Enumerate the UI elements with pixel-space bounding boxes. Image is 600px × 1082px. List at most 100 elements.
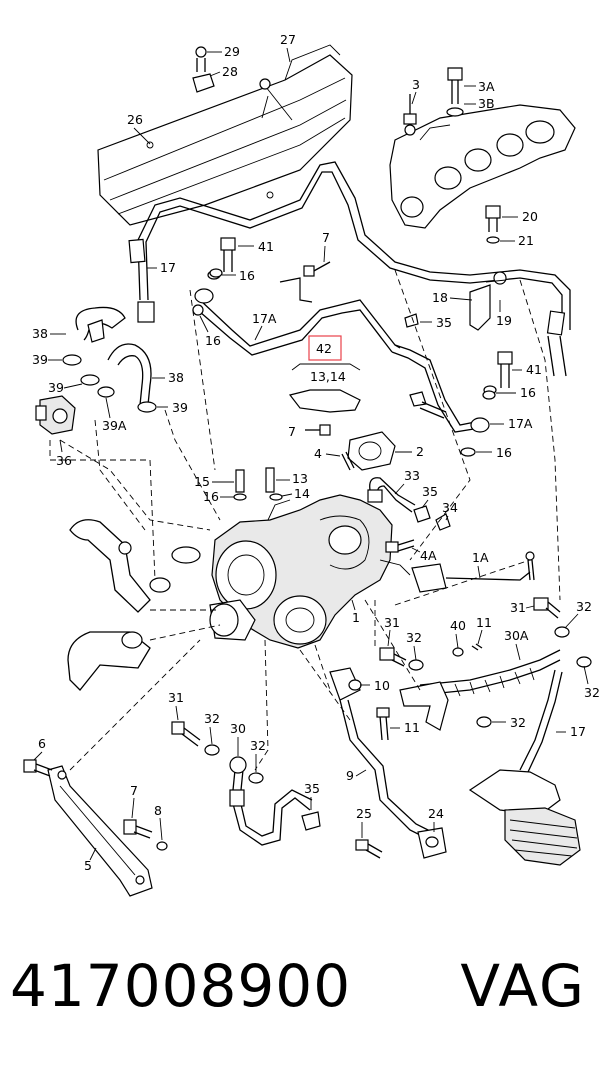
callout-28: 28 xyxy=(222,64,238,79)
washers-32 xyxy=(408,626,592,728)
callout-16-c: 16 xyxy=(520,385,536,400)
bolt-3A xyxy=(446,67,464,117)
callout-16-b: 16 xyxy=(205,333,221,348)
callout-42: 42 xyxy=(316,341,332,356)
clip-34-35 xyxy=(413,505,451,531)
callout-17-top: 17 xyxy=(160,260,176,275)
part-number: 417008900 xyxy=(10,952,352,1020)
valve-36 xyxy=(35,395,76,435)
washer-16-series xyxy=(209,268,496,501)
callout-18: 18 xyxy=(432,290,448,305)
callout-17A-right: 17A xyxy=(508,416,533,431)
callout-31-mid: 31 xyxy=(384,615,400,630)
sensor-15 xyxy=(235,469,245,493)
bracket-heatshield-small xyxy=(279,277,313,303)
oil-filter-housing xyxy=(468,669,581,866)
bolt-31-lower xyxy=(171,721,201,747)
callout-39-a: 39 xyxy=(32,352,48,367)
callout-1A: 1A xyxy=(472,550,489,565)
callout-21: 21 xyxy=(518,233,534,248)
intake-hose-upper xyxy=(69,519,151,613)
callout-35-top: 35 xyxy=(436,315,452,330)
callout-36: 36 xyxy=(56,453,72,468)
bolt-27 xyxy=(259,78,271,90)
washer-32-lower xyxy=(204,744,264,784)
callout-33: 33 xyxy=(404,468,420,483)
callout-39-b: 39 xyxy=(48,380,64,395)
bolt-3 xyxy=(403,94,417,136)
callout-16-a: 16 xyxy=(239,268,255,283)
bolt-20 xyxy=(485,205,501,244)
callout-labels: 29 28 27 26 3 3A 3B 20 21 7 41 16 17 17A… xyxy=(32,32,600,873)
bolt-31-right xyxy=(533,597,561,619)
bolt-7-middle xyxy=(305,424,331,436)
clamp-intake xyxy=(149,546,201,593)
callout-32-c: 32 xyxy=(406,630,422,645)
callout-16-d: 16 xyxy=(496,445,512,460)
pipe-33 xyxy=(367,477,416,513)
callout-2: 2 xyxy=(416,444,424,459)
callout-38-mid: 38 xyxy=(168,370,184,385)
callout-34: 34 xyxy=(442,500,458,515)
callout-31-lower: 31 xyxy=(168,690,184,705)
clip-35-top xyxy=(404,313,419,328)
coolant-pipe-17 xyxy=(128,161,571,377)
bolt-11-lower xyxy=(376,707,390,741)
callout-32-d: 32 xyxy=(510,715,526,730)
callout-30: 30 xyxy=(230,721,246,736)
bracket-18-19 xyxy=(469,271,507,331)
callout-35-mid: 35 xyxy=(422,484,438,499)
callout-5: 5 xyxy=(84,858,92,873)
heat-shield xyxy=(97,44,353,226)
callout-40: 40 xyxy=(450,618,466,633)
clip-35-lower xyxy=(301,811,321,831)
brand-name: VAG xyxy=(460,952,586,1020)
callout-13: 13 xyxy=(292,471,308,486)
bolt-7-lower xyxy=(123,819,153,839)
dashed-leaders xyxy=(49,269,561,771)
callout-35-lower: 35 xyxy=(304,781,320,796)
bolt-25 xyxy=(355,839,383,859)
actuator-1A xyxy=(411,551,535,593)
callout-9: 9 xyxy=(346,768,354,783)
callout-14: 14 xyxy=(294,486,310,501)
callout-7-lower: 7 xyxy=(130,783,138,798)
callout-32-a: 32 xyxy=(576,599,592,614)
callout-26: 26 xyxy=(127,112,143,127)
callout-11-top: 11 xyxy=(476,615,492,630)
callout-16-e: 16 xyxy=(203,489,219,504)
callout-20: 20 xyxy=(522,209,538,224)
callout-17-lower: 17 xyxy=(570,724,586,739)
callout-24: 24 xyxy=(428,806,444,821)
oil-return-30A xyxy=(399,649,561,731)
callout-39-c: 39 xyxy=(172,400,188,415)
callout-8: 8 xyxy=(154,803,162,818)
callout-3: 3 xyxy=(412,77,420,92)
callout-32-f: 32 xyxy=(250,738,266,753)
bolt-31-mid xyxy=(379,647,407,667)
callout-42-highlight xyxy=(308,335,342,361)
intake-hose-lower xyxy=(67,631,151,691)
banjo-bolt-41-right xyxy=(483,351,513,395)
callout-7-top: 7 xyxy=(322,230,330,245)
support-bracket-5 xyxy=(47,765,153,897)
bolt-6 xyxy=(23,759,53,777)
callout-38-top: 38 xyxy=(32,326,48,341)
callout-6: 6 xyxy=(38,736,46,751)
hose-38-top xyxy=(75,306,126,343)
hose-38-middle xyxy=(107,343,152,406)
callout-32-b: 32 xyxy=(584,685,600,700)
callout-3B: 3B xyxy=(478,96,495,111)
callout-7-mid: 7 xyxy=(288,424,296,439)
washer-8 xyxy=(156,841,168,851)
callout-41-right: 41 xyxy=(526,362,542,377)
callout-1: 1 xyxy=(352,610,360,625)
exhaust-manifold xyxy=(389,104,576,229)
callout-30A: 30A xyxy=(504,628,529,643)
oil-pipe-30 xyxy=(229,756,313,846)
callout-25: 25 xyxy=(356,806,372,821)
bolt-7-right xyxy=(409,391,447,419)
callout-4: 4 xyxy=(314,446,322,461)
callout-41-left: 41 xyxy=(258,239,274,254)
callout-17A-top: 17A xyxy=(252,311,277,326)
